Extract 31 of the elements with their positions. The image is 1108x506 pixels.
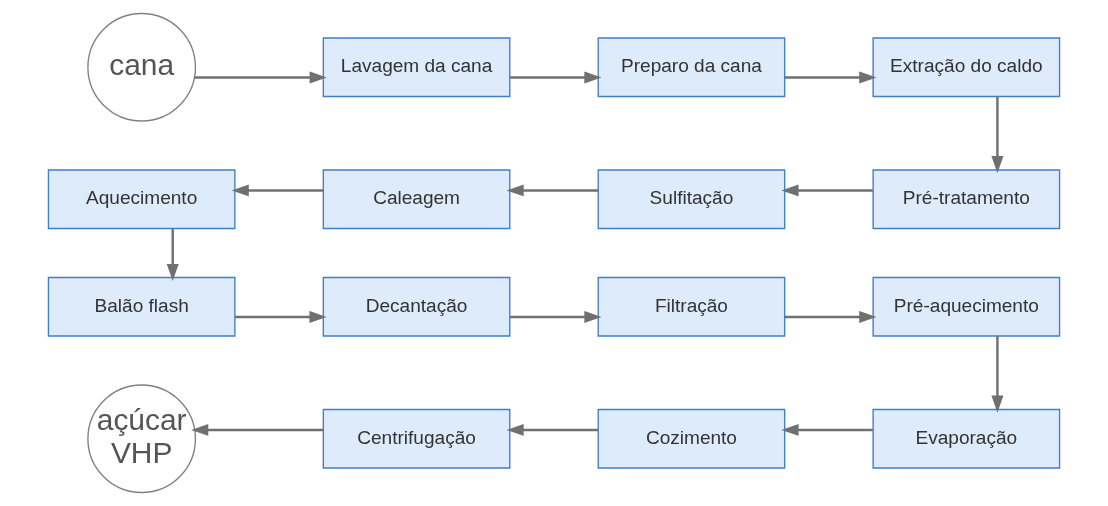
arrow: [231, 184, 324, 197]
node-box: Lavagem da cana: [322, 37, 511, 98]
arrow: [191, 423, 324, 436]
arrow: [781, 423, 873, 436]
arrow: [510, 310, 602, 323]
node-box: Preparo da cana: [597, 37, 786, 98]
arrow: [235, 310, 327, 323]
node-box: Pré-tratamento: [872, 169, 1061, 230]
node-box: Sulfitação: [597, 169, 786, 230]
node-box: Extração do caldo: [872, 37, 1061, 98]
node-box: Evaporação: [872, 408, 1061, 469]
arrow: [506, 184, 598, 197]
arrow: [506, 423, 598, 436]
arrow: [784, 71, 877, 84]
node-box: Aquecimento: [47, 169, 236, 230]
node-box: Centrifugação: [322, 408, 511, 469]
arrow: [991, 336, 1004, 413]
arrow: [784, 310, 877, 323]
arrow: [194, 71, 327, 84]
node-box: Cozimento: [597, 408, 786, 469]
arrow: [510, 71, 602, 84]
node-box: Caleagem: [322, 169, 511, 230]
node-box: Decantação: [322, 276, 511, 337]
node-box: Balão flash: [47, 276, 236, 337]
node-box: Filtração: [597, 276, 786, 337]
arrow: [166, 228, 179, 282]
node-circle: cana: [87, 12, 197, 122]
node-box: Pré-aquecimento: [872, 276, 1061, 337]
arrow: [781, 184, 873, 197]
arrow: [991, 96, 1004, 174]
node-circle: açúcar VHP: [87, 384, 197, 494]
